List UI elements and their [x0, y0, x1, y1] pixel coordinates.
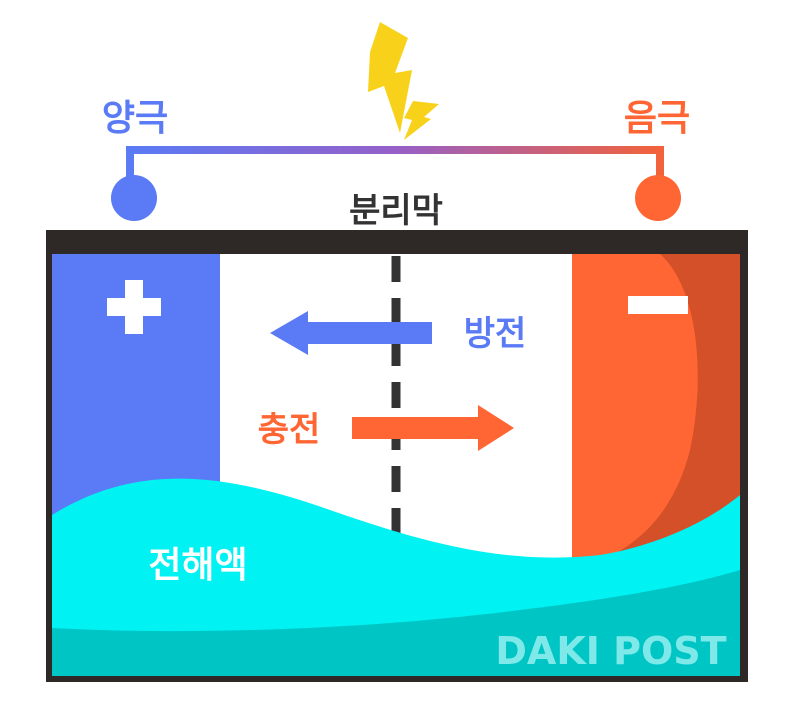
circuit-wire	[126, 146, 664, 183]
lightning-bolt-icon	[368, 22, 439, 140]
anode-label: 양극	[102, 98, 168, 139]
separator-label: 분리막	[349, 191, 443, 231]
minus-icon	[628, 296, 688, 314]
electrolyte-label: 전해액	[148, 545, 247, 586]
cathode-shade	[600, 254, 740, 560]
electrolyte-depth	[52, 570, 740, 676]
cathode-terminal	[635, 175, 681, 221]
battery-interior: 방전 충전 전해액 DAKI POST	[52, 254, 740, 676]
charge-label: 충전	[258, 410, 321, 450]
watermark-logo: DAKI POST	[495, 629, 726, 673]
discharge-arrow	[270, 311, 432, 355]
discharge-label: 방전	[464, 314, 527, 354]
anode-terminal	[111, 175, 157, 221]
charge-arrow	[352, 405, 514, 451]
plus-icon	[107, 280, 161, 334]
cathode-label: 음극	[624, 98, 690, 139]
